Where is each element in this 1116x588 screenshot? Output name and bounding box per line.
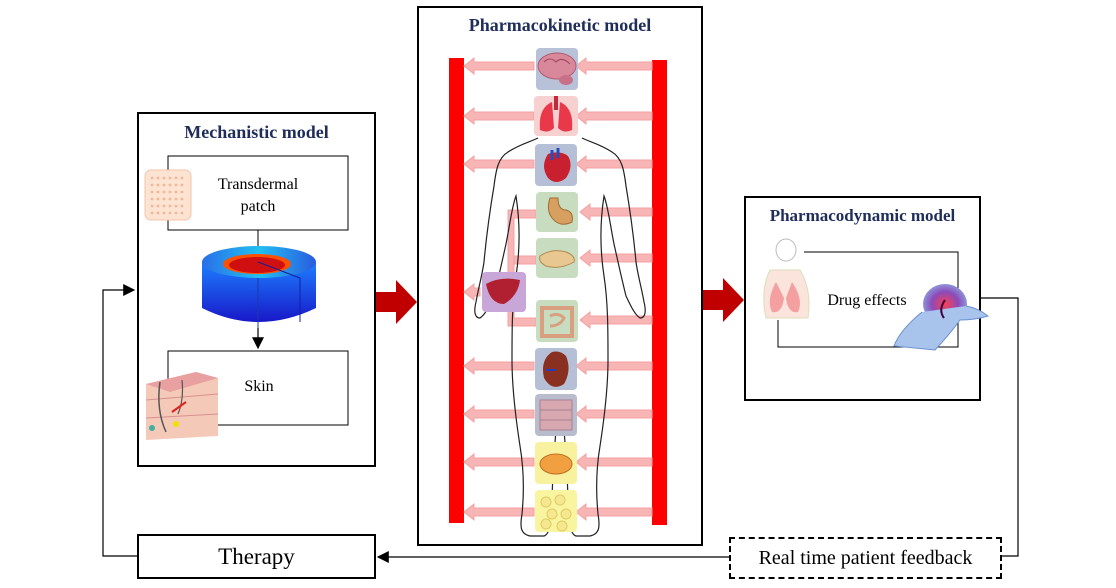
kidney-organ-icon bbox=[535, 348, 577, 390]
drug-effects-label: Drug effects bbox=[827, 292, 907, 309]
patient-feedback-label: Real time patient feedback bbox=[758, 547, 973, 569]
venous-blood-bar bbox=[449, 58, 464, 523]
brain-organ-icon bbox=[536, 48, 578, 90]
pharmacokinetic-model-title: Pharmacokinetic model bbox=[468, 15, 652, 35]
patch-simulation-cylinder-icon bbox=[202, 246, 316, 330]
skin-layers-icon bbox=[145, 372, 219, 440]
pd-to-feedback-line bbox=[980, 297, 1019, 557]
stomach-organ-icon bbox=[536, 192, 578, 232]
muscle-organ-icon bbox=[535, 394, 577, 436]
pancreas-organ-icon bbox=[536, 238, 578, 278]
mechanistic-to-pk-arrow bbox=[376, 280, 417, 324]
pk-to-pd-arrow bbox=[703, 278, 744, 322]
fat-tissue-organ-icon bbox=[535, 442, 577, 484]
arterial-blood-bar bbox=[652, 60, 667, 525]
liver-organ-icon bbox=[482, 272, 526, 312]
skin-label: Skin bbox=[244, 378, 274, 395]
mechanistic-model-title: Mechanistic model bbox=[184, 122, 329, 142]
transdermal-label-line2: patch bbox=[240, 198, 276, 215]
respiratory-system-icon bbox=[754, 238, 810, 320]
transdermal-patch-icon bbox=[144, 169, 192, 221]
heart-organ-icon bbox=[535, 144, 577, 186]
transdermal-label-line1: Transdermal bbox=[217, 176, 299, 193]
pharmacodynamic-model-title: Pharmacodynamic model bbox=[769, 206, 956, 225]
therapy-to-mechanistic-arrow bbox=[102, 284, 137, 557]
patient-feedback-box: Real time patient feedback bbox=[729, 537, 1002, 579]
therapy-box: Therapy bbox=[137, 534, 376, 579]
brain-effect-icon bbox=[893, 284, 990, 351]
lungs-organ-icon bbox=[534, 96, 578, 136]
transdermal-patch-label: Transdermal patch bbox=[196, 174, 320, 218]
intestine-organ-icon bbox=[536, 300, 578, 342]
adipose-organ-icon bbox=[535, 490, 577, 532]
therapy-label: Therapy bbox=[218, 544, 295, 569]
